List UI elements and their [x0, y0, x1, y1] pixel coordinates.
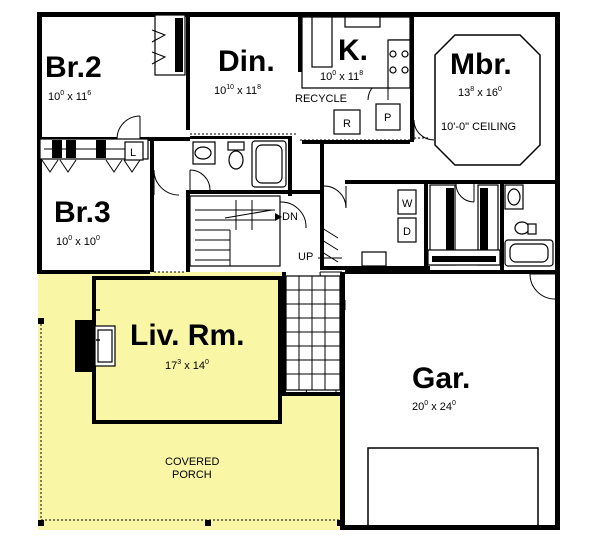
- hall-bath-fixtures: [192, 140, 287, 188]
- br3-closet-doors: [41, 159, 141, 173]
- interior-walls: [37, 12, 560, 424]
- room-mbr-name: Mbr.: [450, 48, 512, 81]
- stairs: [189, 195, 307, 267]
- room-mbr-dims: 138 x 160: [458, 86, 502, 99]
- room-gar: Gar. 200 x 240: [412, 362, 470, 413]
- room-mbr: Mbr. 138 x 160 10'-0" CEILING: [441, 48, 516, 133]
- kitchen-fixtures: [301, 16, 411, 135]
- room-gar-dims: 200 x 240: [412, 400, 456, 413]
- room-liv-name: Liv. Rm.: [130, 319, 244, 352]
- room-din-name: Din.: [218, 45, 275, 78]
- room-br2-name: Br.2: [45, 51, 102, 84]
- fireplace: [75, 320, 116, 372]
- stairs-up: [318, 227, 342, 263]
- recycle-bin-label: R: [343, 118, 351, 130]
- room-liv-dims: 173 x 140: [165, 359, 209, 372]
- master-bath-fixtures: [504, 184, 554, 267]
- room-din-dims: 1010 x 118: [214, 84, 261, 97]
- porch-label-line1: COVERED: [165, 456, 219, 468]
- foyer-tile: [285, 275, 341, 391]
- room-kit: K. 100 x 118: [320, 34, 368, 83]
- stairs-up-label: UP: [298, 251, 313, 263]
- master-ceiling-outline: [434, 34, 541, 166]
- room-liv: Liv. Rm. 173 x 140: [130, 319, 244, 372]
- porch-edge: [40, 324, 340, 521]
- dryer-label: D: [403, 226, 411, 238]
- living-room-windows: [96, 309, 255, 423]
- room-br2: Br.2 100 x 116: [45, 51, 102, 103]
- porch-label-line2: PORCH: [172, 469, 212, 481]
- room-kit-name: K.: [338, 34, 368, 67]
- room-mbr-ceiling-note: 10'-0" CEILING: [441, 121, 516, 133]
- closets: [39, 14, 501, 266]
- room-br2-dims: 100 x 116: [48, 90, 91, 103]
- room-din: Din. 1010 x 118: [214, 45, 275, 97]
- pantry-label: P: [384, 112, 391, 124]
- garage-door: [367, 447, 539, 529]
- room-porch: COVERED PORCH: [165, 456, 219, 481]
- room-gar-name: Gar.: [412, 362, 470, 395]
- br2-closet-doors: [151, 29, 167, 65]
- linen-closet: [124, 141, 144, 161]
- laundry-fixtures: [361, 189, 417, 267]
- room-br3-name: Br.3: [54, 196, 111, 229]
- stairs-down-label: DN: [282, 211, 298, 223]
- room-br3: Br.3 100 x 100: [54, 196, 111, 248]
- room-kit-dims: 100 x 118: [320, 70, 363, 83]
- linen-label: L: [130, 147, 136, 159]
- room-br3-dims: 100 x 100: [56, 235, 100, 248]
- recycle-label: RECYCLE: [295, 93, 347, 105]
- dashed-openings: [154, 133, 430, 273]
- washer-label: W: [402, 198, 413, 210]
